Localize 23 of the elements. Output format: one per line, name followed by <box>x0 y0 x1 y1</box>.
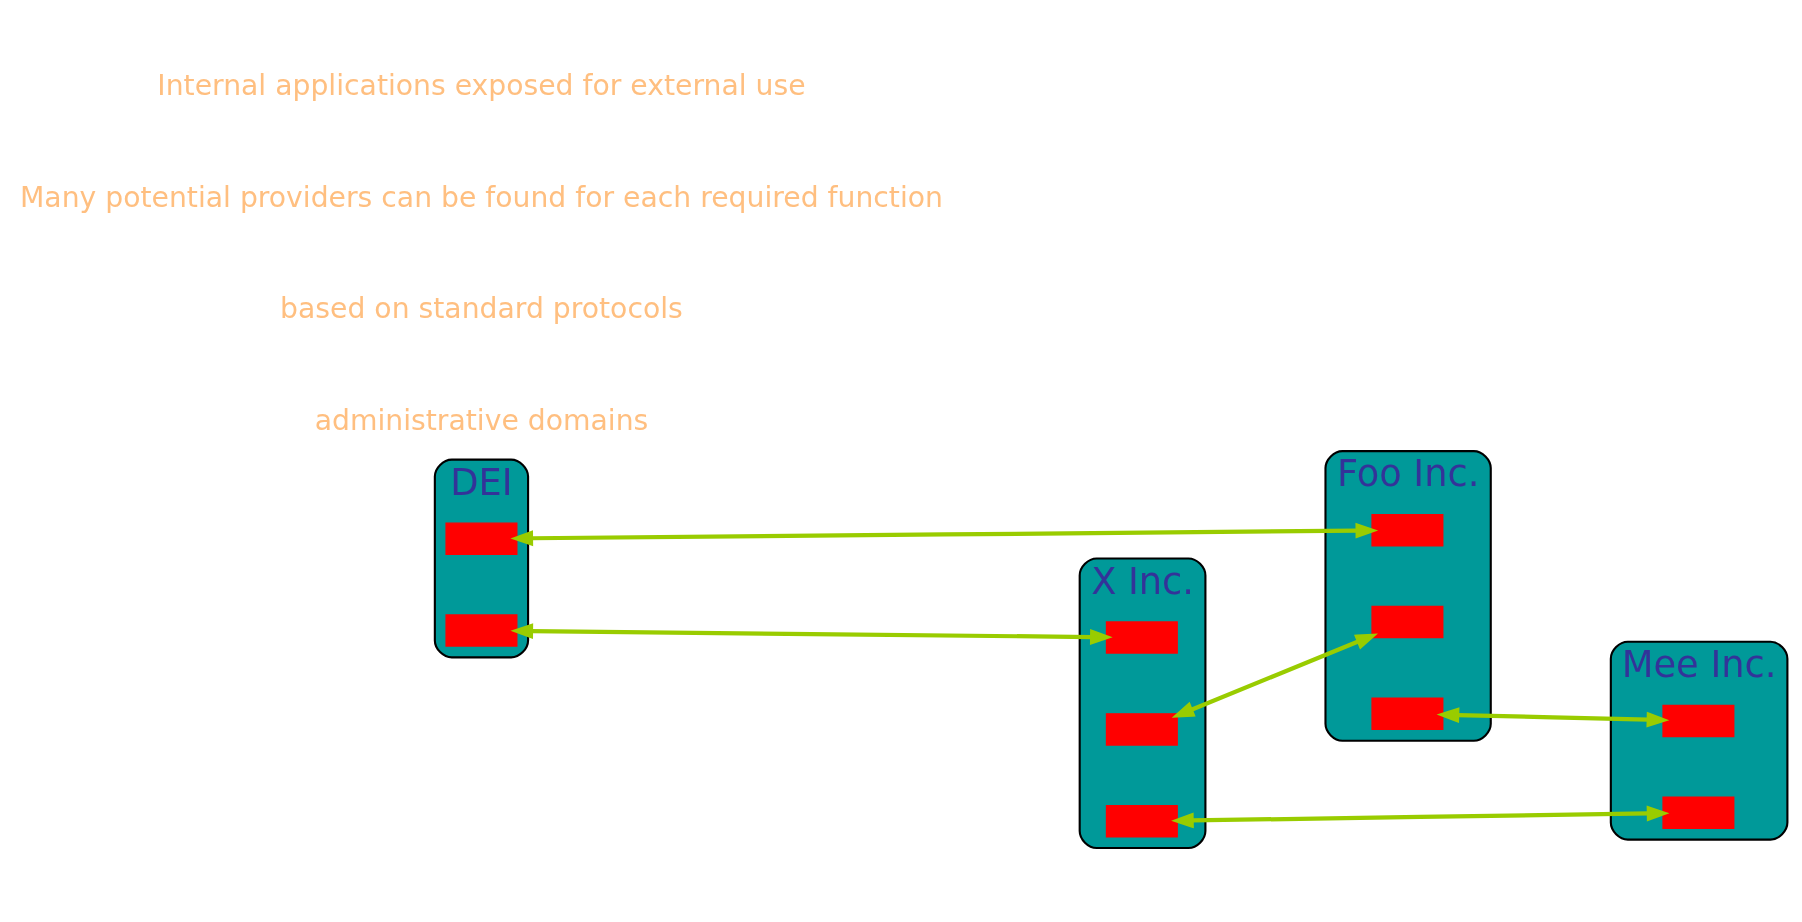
node-box <box>1105 621 1178 654</box>
arrow <box>510 522 1379 547</box>
node-box <box>445 522 518 555</box>
node-box <box>1662 704 1735 738</box>
node-box <box>1371 513 1444 547</box>
cluster: DEI <box>433 458 530 659</box>
node-box <box>1371 605 1444 639</box>
cluster: Mee Inc. <box>1609 640 1789 841</box>
label: Many potential providers can be found for each required function <box>19 180 943 214</box>
arrow <box>1171 633 1378 718</box>
label: administrative domains <box>314 403 649 437</box>
cluster: X Inc. <box>1078 557 1207 850</box>
cluster: Foo Inc. <box>1324 450 1492 742</box>
label: Internal applications exposed for external use <box>157 69 806 103</box>
arrow <box>510 623 1113 645</box>
node-box <box>1371 697 1444 731</box>
node-box <box>1105 713 1178 746</box>
node-box <box>445 614 518 647</box>
label: based on standard protocols <box>280 292 683 326</box>
node-box <box>1105 804 1178 838</box>
arrow <box>1436 707 1670 728</box>
node-box <box>1662 796 1735 829</box>
arrow <box>1171 805 1670 829</box>
